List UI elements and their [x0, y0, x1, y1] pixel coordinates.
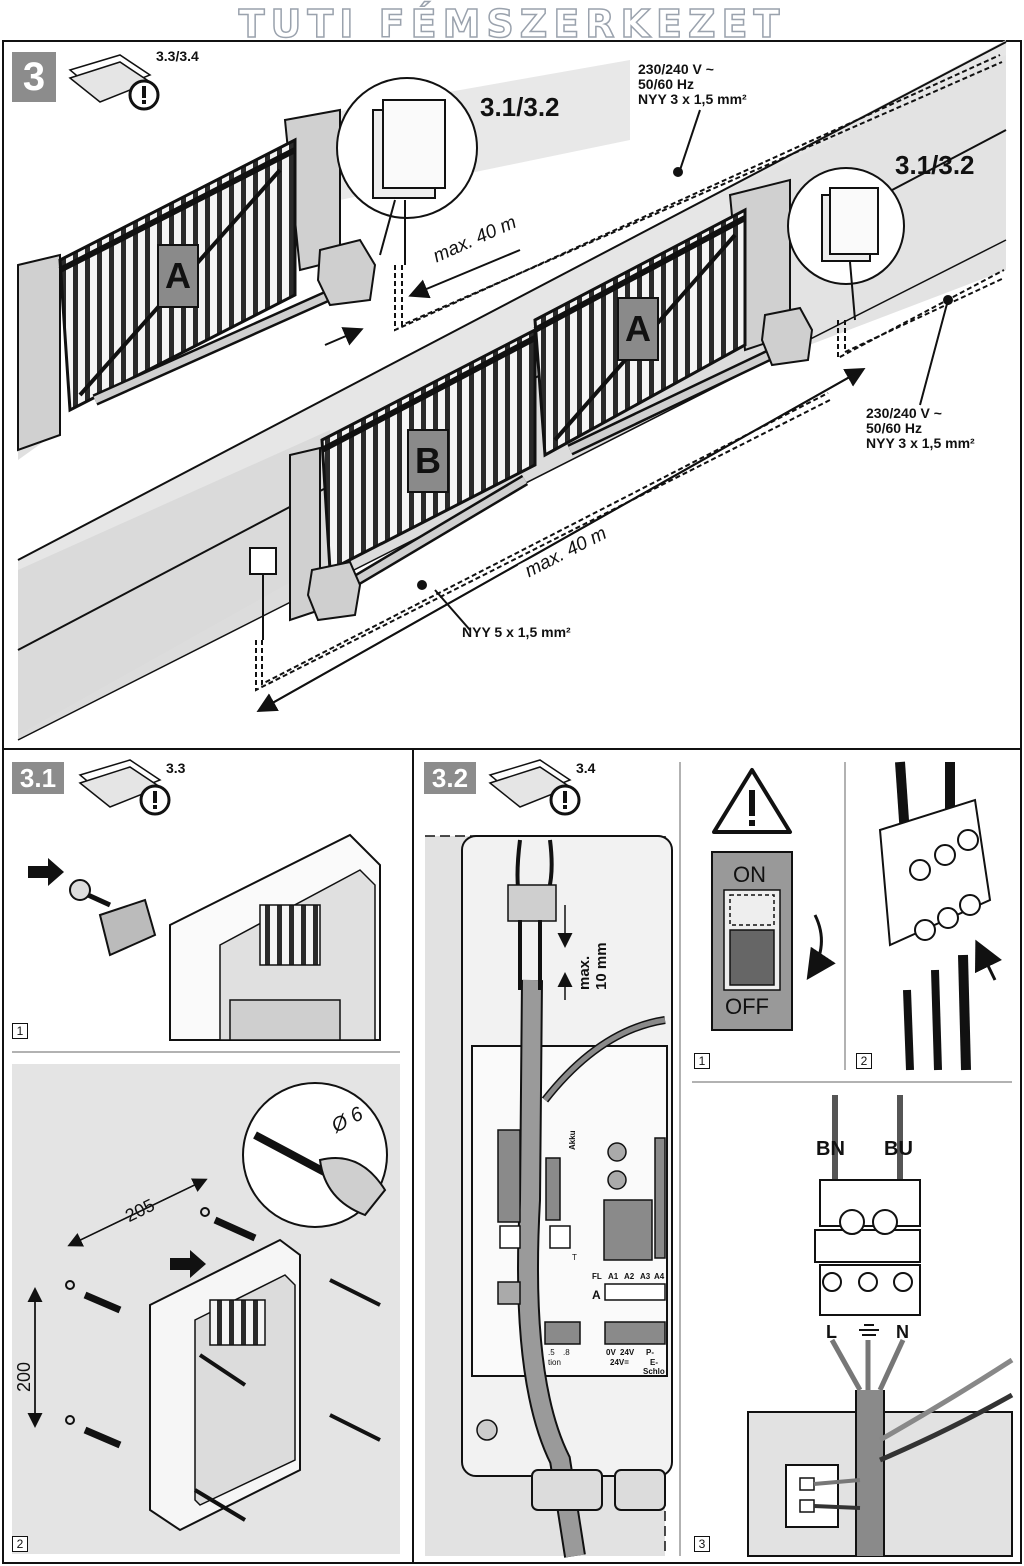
cable-spec-top-voltage: 230/240 V ~ — [638, 61, 714, 77]
section-3-1-step-1-art — [28, 833, 381, 1041]
strip-length-max: max. — [576, 955, 593, 990]
board-terminal-a1: A1 — [608, 1272, 619, 1281]
board-fl-label: FL — [592, 1272, 602, 1281]
board-t-label: T — [572, 1253, 577, 1262]
cable-routes — [255, 54, 1005, 692]
cable-spec-top-frequency: 50/60 Hz — [638, 76, 695, 92]
terminal-label-n: N — [896, 1322, 909, 1342]
panel-section-3-1 — [2, 748, 414, 1564]
switch-off-label: OFF — [725, 994, 769, 1019]
cable-spec-right: 230/240 V ~ 50/60 Hz NYY 3 x 1,5 mm² — [866, 406, 975, 451]
watermark: TUTI FÉMSZERKEZET — [238, 1, 786, 47]
cable-spec-bottom: NYY 5 x 1,5 mm² — [462, 624, 571, 640]
wire-label-bu: BU — [884, 1138, 913, 1160]
section-3-reference: 3.3/3.4 — [156, 48, 199, 64]
gate-label-a-right: A — [625, 308, 651, 349]
board-schloss-label: Schlo — [643, 1367, 665, 1376]
wire-label-bn: BN — [816, 1138, 845, 1160]
board-a-label: A — [592, 1288, 601, 1302]
gate-label-b: B — [415, 440, 441, 481]
board-tion-label: tion — [548, 1358, 561, 1367]
gate-b — [249, 327, 537, 640]
cable-spec-right-frequency: 50/60 Hz — [866, 420, 923, 436]
gate-a-right — [533, 207, 814, 458]
section-badge-3-1: 3.1 — [12, 762, 64, 794]
control-box-callout-left — [336, 77, 478, 265]
board-24v-dc-label: 24V= — [610, 1358, 629, 1367]
board-p-label: P- — [646, 1348, 654, 1357]
control-board-wiring-art — [425, 835, 673, 1558]
board-e-label: E- — [650, 1358, 658, 1367]
board-24v-label: 24V — [620, 1348, 635, 1357]
board-akku-label: Akku — [568, 1130, 577, 1150]
cable-spec-top-type: NYY 3 x 1,5 mm² — [638, 91, 747, 107]
step-number-3-1-2: 2 — [12, 1536, 28, 1552]
board-n8-label: .8 — [563, 1348, 570, 1357]
board-terminal-a4: A4 — [654, 1272, 665, 1281]
callout-label-right: 3.1/3.2 — [895, 150, 975, 180]
terminal-connector-art — [878, 761, 1002, 1071]
gate-label-a-left: A — [165, 255, 191, 296]
section-badge-3: 3 — [12, 52, 56, 102]
manual-warning-icon-3-1 — [78, 759, 171, 816]
control-box-callout-right — [787, 167, 905, 321]
manual-warning-icon-3-2 — [488, 759, 581, 816]
section-3-2-reference: 3.4 — [576, 760, 596, 776]
strip-length-value: 10 mm — [593, 942, 610, 990]
section-3-1-step-2-art — [12, 1064, 400, 1554]
mains-terminal-wiring-art — [747, 1095, 1014, 1557]
board-n5-label: .5 — [548, 1348, 555, 1357]
step-number-3-2-3: 3 — [694, 1536, 710, 1552]
dimension-arrows — [256, 109, 953, 712]
terminal-label-l: L — [826, 1322, 837, 1342]
board-terminal-a3: A3 — [640, 1272, 651, 1281]
strip-length-label: max. 10 mm — [576, 942, 610, 990]
switch-on-label: ON — [733, 862, 766, 887]
callout-label-left: 3.1/3.2 — [480, 92, 560, 122]
step-number-3-2-1: 1 — [694, 1053, 710, 1069]
step-number-3-2-2: 2 — [856, 1053, 872, 1069]
cable-spec-right-type: NYY 3 x 1,5 mm² — [866, 435, 975, 451]
section-3-1-reference: 3.3 — [166, 760, 186, 776]
cable-spec-right-voltage: 230/240 V ~ — [866, 405, 942, 421]
mains-switch-art — [711, 851, 836, 1031]
warning-triangle-icon — [712, 768, 792, 834]
cable-spec-top: 230/240 V ~ 50/60 Hz NYY 3 x 1,5 mm² — [638, 62, 747, 107]
dimension-height-label: 200 — [14, 1361, 34, 1392]
manual-warning-icon-3 — [68, 54, 160, 111]
gate-a-left — [58, 137, 377, 413]
board-terminal-a2: A2 — [624, 1272, 635, 1281]
section-badge-3-2: 3.2 — [424, 762, 476, 794]
step-number-3-1-1: 1 — [12, 1023, 28, 1039]
panel-section-3-2 — [412, 748, 1022, 1564]
board-0v-label: 0V — [606, 1348, 616, 1357]
